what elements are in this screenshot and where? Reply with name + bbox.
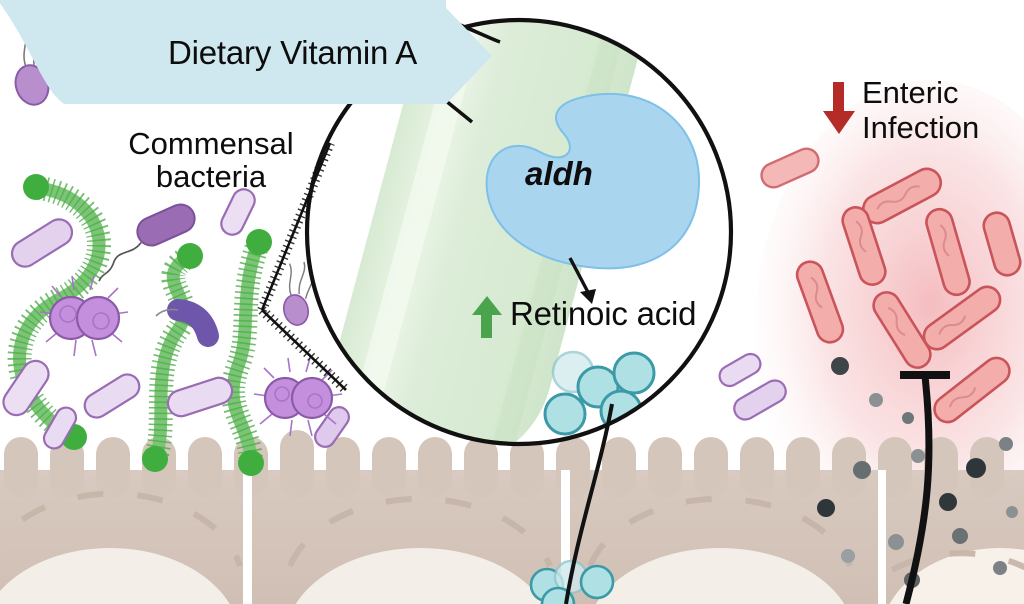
green-filamentous-spirochete [221, 229, 272, 476]
label-aldh-enzyme: aldh [525, 155, 593, 192]
green-filamentous-spirochete [142, 243, 203, 472]
purple-oval-with-flagella [282, 261, 315, 326]
purple-rod-with-flagellum [98, 203, 196, 282]
commensal-bacteria-group [2, 24, 787, 476]
lavender-rod [2, 188, 787, 450]
villus-core [0, 548, 1024, 604]
label-retinoic-acid: Retinoic acid [510, 295, 697, 332]
purple-coccus-pair [253, 357, 343, 437]
label-enteric-infection: Enteric Infection [862, 75, 980, 145]
retinoic-acid-up-arrow [472, 296, 502, 338]
enteric-infection-down-arrow [823, 82, 855, 134]
label-dietary-vitamin-a: Dietary Vitamin A [168, 34, 418, 71]
aldh-enzyme [485, 93, 701, 270]
label-commensal-bacteria: Commensal bacteria [128, 126, 294, 194]
callout-leader-lines [257, 141, 350, 394]
purple-curved-rod [155, 299, 219, 347]
pathogenic-bacteria-group [760, 147, 1022, 424]
inhibition-tbar [900, 371, 950, 604]
dietary-vitamin-a-banner [0, 0, 492, 104]
intestinal-epithelium [0, 430, 1024, 604]
purple-coccus-pair [39, 275, 129, 357]
retinoic-acid-signal-path [564, 403, 614, 604]
aldh-to-retinoic-arrow [568, 257, 596, 304]
